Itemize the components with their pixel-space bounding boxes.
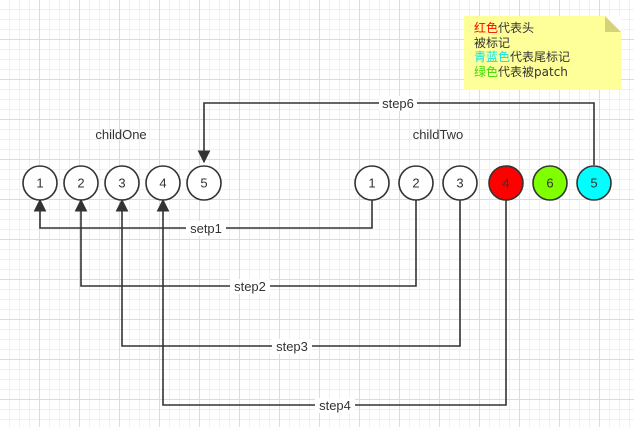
legend-marked-rest: 被标记	[474, 35, 511, 50]
child-two-node-6-label: 5	[590, 176, 597, 191]
child-one-node-1-circle	[22, 165, 58, 201]
child-one-node-5-circle	[186, 165, 222, 201]
child-two-node-4-circle	[488, 165, 524, 201]
child-two-node-4: 4	[488, 165, 524, 201]
child-one-node-4-circle	[145, 165, 181, 201]
legend-line-tail: 青蓝色代表尾标记	[474, 50, 621, 65]
step-label-2: step2	[230, 279, 270, 294]
child-two-node-6: 5	[576, 165, 612, 201]
child-two-node-3-label: 3	[456, 176, 463, 191]
edge-step6	[197, 102, 595, 165]
child-two-node-4-label: 4	[502, 176, 509, 191]
child-one-node-2-label: 2	[77, 176, 84, 191]
child-one-node-5-label: 5	[200, 176, 207, 191]
child-two-nodes: 1 2 3 4 6 5	[354, 165, 612, 201]
edge-step3	[115, 198, 461, 347]
child-one-nodes: 1 2 3 4 5	[22, 165, 222, 201]
step-label-1: setp1	[186, 221, 226, 236]
step-labels: step6 setp1 step2 step3 step4	[186, 96, 417, 413]
child-two-node-1-label: 1	[368, 176, 375, 191]
svg-text:setp1: setp1	[190, 221, 222, 236]
legend-line-marked: 被标记	[474, 36, 621, 51]
svg-text:step4: step4	[319, 398, 351, 413]
child-two-node-5-circle	[532, 165, 568, 201]
child-one-node-3: 3	[104, 165, 140, 201]
child-two-node-1: 1	[354, 165, 390, 201]
child-one-node-1-label: 1	[36, 176, 43, 191]
svg-text:step3: step3	[276, 339, 308, 354]
child-two-node-3-circle	[442, 165, 478, 201]
child-one-node-2-circle	[63, 165, 99, 201]
child-one-node-3-label: 3	[118, 176, 125, 191]
child-two-label: childTwo	[413, 127, 464, 142]
legend-line-head: 红色代表头	[474, 21, 621, 36]
child-one-node-5: 5	[186, 165, 222, 201]
legend-patch-rest: 代表被patch	[498, 64, 568, 79]
legend-tail-rest: 代表尾标记	[510, 50, 571, 64]
child-two-node-2: 2	[398, 165, 434, 201]
child-two-node-2-label: 2	[412, 176, 419, 191]
child-one-node-2: 2	[63, 165, 99, 201]
legend-head-rest: 代表头	[498, 21, 535, 35]
legend-note: 红色代表头 被标记 青蓝色代表尾标记 绿色代表被patch	[464, 16, 621, 90]
child-one-node-4: 4	[145, 165, 181, 201]
child-two-node-6-circle	[576, 165, 612, 201]
child-two-node-5-label: 6	[546, 176, 553, 191]
legend-tail-colored: 青蓝色	[474, 50, 511, 64]
child-two-node-2-circle	[398, 165, 434, 201]
step-label-6: step6	[379, 96, 417, 111]
edge-step2	[74, 198, 417, 287]
child-one-node-1: 1	[22, 165, 58, 201]
step-label-4: step4	[315, 398, 355, 413]
child-one-node-4-label: 4	[159, 176, 166, 191]
step-label-3: step3	[272, 339, 312, 354]
legend-head-colored: 红色	[474, 21, 499, 35]
child-two-node-5: 6	[532, 165, 568, 201]
child-two-node-3: 3	[442, 165, 478, 201]
child-one-node-3-circle	[104, 165, 140, 201]
child-one-label: childOne	[95, 127, 146, 142]
legend-patch-colored: 绿色	[474, 64, 499, 79]
svg-text:step6: step6	[382, 96, 414, 111]
child-two-node-1-circle	[354, 165, 390, 201]
legend-line-patch: 绿色代表被patch	[474, 65, 621, 80]
step-edges	[33, 102, 595, 406]
svg-text:step2: step2	[234, 279, 266, 294]
